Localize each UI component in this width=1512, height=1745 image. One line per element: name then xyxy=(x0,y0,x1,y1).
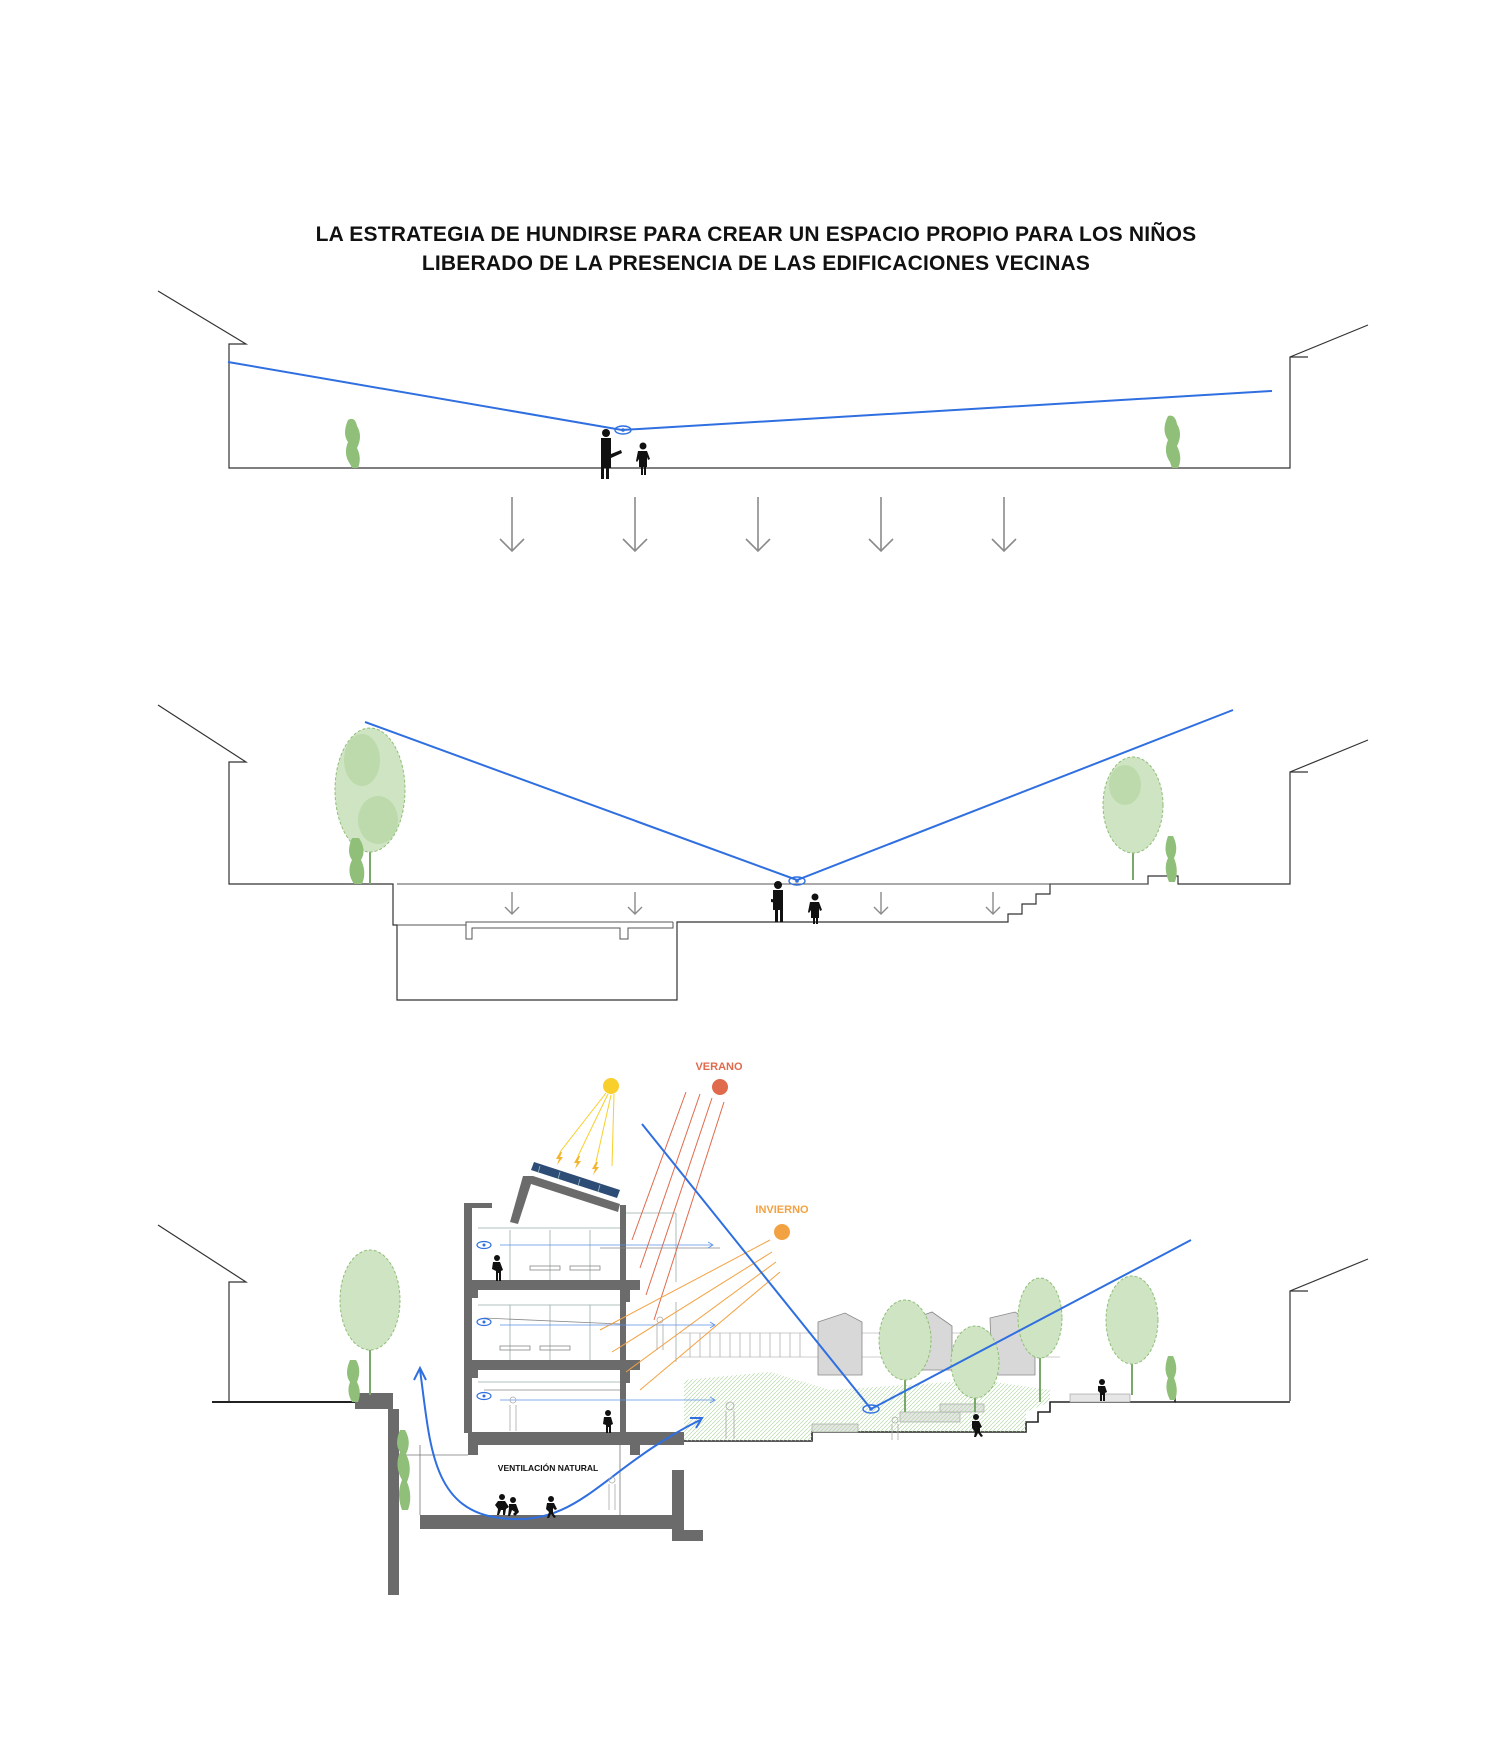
section-3-right-neighbor xyxy=(1289,1258,1369,1401)
down-arrow-icon xyxy=(622,497,648,553)
section-1-left-neighbor xyxy=(157,290,1369,469)
section-2-sightline xyxy=(364,709,1234,882)
ventilation-label: VENTILACIÓN NATURAL xyxy=(498,1462,598,1473)
tree-icon xyxy=(878,1299,932,1412)
winter-label: INVIERNO xyxy=(755,1204,809,1216)
ghost-figures xyxy=(510,1316,899,1510)
person-icon xyxy=(603,1410,613,1433)
eye-icon xyxy=(862,1404,880,1414)
section-3-left-neighbor xyxy=(157,1224,249,1401)
down-arrow-icon xyxy=(868,497,894,553)
title-line-2: LIBERADO DE LA PRESENCIA DE LAS EDIFICAC… xyxy=(421,252,1091,275)
shrub-icon xyxy=(345,418,360,468)
sinking-arrows xyxy=(499,497,1017,553)
person-icon xyxy=(601,429,622,479)
person-icon xyxy=(771,881,783,922)
summer-rays xyxy=(631,1091,725,1321)
summer-sun-icon xyxy=(712,1079,728,1095)
down-arrow-icon xyxy=(627,892,643,915)
diagram-title: LA ESTRATEGIA DE HUNDIRSE PARA CREAR UN … xyxy=(0,220,1512,278)
summer-label: VERANO xyxy=(695,1061,743,1073)
person-icon xyxy=(508,1497,519,1516)
section-2-sunken-level xyxy=(157,704,1369,1001)
eye-icon xyxy=(614,425,632,435)
eye-icon xyxy=(476,1391,492,1401)
section-3-building-section: VERANO INVIERNO xyxy=(157,1061,1369,1595)
people-figures xyxy=(492,1255,1107,1518)
classroom-furniture xyxy=(483,1247,720,1391)
section-1-ground-level xyxy=(157,290,1369,479)
down-arrow-icon xyxy=(873,892,889,915)
down-arrow-icon xyxy=(504,892,520,915)
shrub-icon xyxy=(347,1360,360,1402)
tree-icon xyxy=(334,727,406,884)
eye-icon xyxy=(476,1317,492,1327)
person-icon xyxy=(808,893,822,924)
person-icon xyxy=(972,1414,983,1437)
shrub-icon xyxy=(397,1430,411,1510)
person-icon xyxy=(1098,1379,1107,1401)
title-line-1: LA ESTRATEGIA DE HUNDIRSE PARA CREAR UN … xyxy=(315,223,1197,246)
tree-icon xyxy=(950,1325,1000,1412)
person-icon xyxy=(546,1496,557,1518)
pitched-roof xyxy=(510,1176,620,1224)
winter-rays xyxy=(599,1239,781,1391)
solar-panel-icon xyxy=(531,1162,620,1198)
eye-icon xyxy=(788,876,806,886)
glass-facade xyxy=(478,1212,677,1383)
shrub-icon xyxy=(1164,415,1181,468)
shrub-icon xyxy=(1165,1356,1177,1400)
person-icon xyxy=(636,442,650,475)
tree-icon xyxy=(1017,1277,1063,1402)
retaining-wall xyxy=(355,1393,399,1595)
energy-bolt-icons xyxy=(556,1152,599,1175)
down-arrow-icon xyxy=(745,497,771,553)
shrub-icon xyxy=(1165,836,1177,882)
down-arrow-icon xyxy=(991,497,1017,553)
solar-rays xyxy=(559,1092,615,1167)
person-icon xyxy=(492,1255,503,1281)
view-arrows xyxy=(500,1241,716,1404)
sun-icon xyxy=(603,1078,619,1094)
winter-sun-icon xyxy=(774,1224,790,1240)
eye-icon xyxy=(476,1240,492,1250)
section-1-sightline xyxy=(227,361,1273,432)
ventilation-airflow xyxy=(419,1369,701,1521)
section-2-outline xyxy=(157,704,1369,1001)
down-arrow-icon xyxy=(985,892,1001,915)
shrub-icon xyxy=(349,838,365,884)
basement-slab xyxy=(420,1515,703,1541)
tree-icon xyxy=(339,1249,401,1395)
tree-icon xyxy=(1105,1275,1159,1395)
down-arrow-icon xyxy=(499,497,525,553)
ground-floor-slab xyxy=(468,1432,684,1455)
tree-icon xyxy=(1102,756,1164,880)
person-icon xyxy=(495,1494,509,1515)
